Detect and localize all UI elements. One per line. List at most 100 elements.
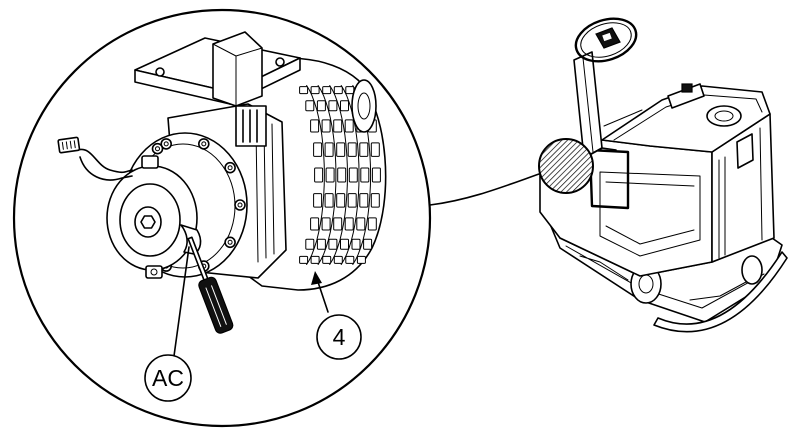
machine-tank-lid (706, 105, 742, 127)
machine-armrest (603, 109, 643, 127)
screwdriver-handle (198, 276, 234, 334)
tread-block (322, 255, 332, 264)
tread-block (347, 142, 357, 157)
flange-bolt-head (227, 165, 233, 171)
machine-steering-column-edge (582, 57, 594, 153)
tread-groove (340, 85, 360, 265)
tread-block (336, 142, 346, 157)
flange-bolt-head (237, 202, 243, 208)
tread-block (356, 217, 366, 231)
flange-bolt-head (201, 141, 207, 147)
tread-block (351, 238, 361, 250)
tread-block (347, 193, 357, 208)
shaft-hex-icon (140, 215, 156, 229)
tread-block (363, 238, 373, 250)
tread-block (336, 193, 346, 208)
tread-block (324, 193, 334, 208)
tread-block (367, 217, 377, 231)
tread-groove (306, 85, 325, 265)
callout-ac-label: AC (152, 365, 184, 391)
cable-connector (57, 136, 81, 154)
mounting-tab-top (141, 155, 159, 169)
tread-block (337, 167, 347, 183)
tread-block (316, 238, 326, 250)
callout-4-circle (316, 314, 362, 360)
tread-block (370, 193, 380, 208)
machine-tank-lid-cap (714, 110, 734, 122)
tread-block (359, 142, 369, 157)
tread-block (313, 142, 323, 157)
machine-steering-wheel (574, 17, 638, 63)
drum-hub-center (357, 92, 371, 120)
tread-block (333, 86, 343, 95)
tread-block (359, 193, 369, 208)
flange-bolt-head (155, 146, 160, 152)
flange-bolt (160, 138, 172, 150)
tread-block (325, 167, 335, 183)
tread-block (313, 193, 323, 208)
brake-cable (77, 148, 133, 174)
tread-block (322, 86, 332, 95)
tread-block (321, 119, 331, 133)
mounting-bracket-edge (212, 43, 263, 107)
tread-block (305, 100, 315, 112)
machine-side-frame (718, 127, 763, 259)
tread-block (356, 255, 366, 264)
tread-block (333, 217, 343, 231)
brake-cable-return (79, 156, 133, 181)
magnified-detail: AC 4 (57, 31, 387, 402)
tread-block (324, 142, 334, 157)
drum-hub (351, 79, 377, 133)
tread-block (340, 238, 349, 250)
plate-bolt (275, 57, 285, 67)
scrubber-machine (538, 17, 788, 333)
mounting-tab-bottom (145, 265, 163, 279)
motor-cooling-slats (235, 105, 267, 147)
machine-steering-display (602, 32, 612, 42)
tread-block (345, 255, 355, 264)
tread-block (310, 86, 320, 95)
tread-block (345, 86, 355, 95)
tread-block (370, 142, 380, 157)
slat-lines (242, 109, 258, 143)
callout-4-arrowhead (311, 271, 322, 285)
detail-highlight-circle (538, 138, 594, 194)
machine-side-window (736, 133, 754, 169)
flange-bolt (198, 138, 210, 150)
tread-block (321, 217, 331, 231)
motor-housing-fins (255, 123, 275, 263)
tread-block (299, 255, 309, 264)
tread-block (305, 238, 315, 250)
flange-bolt (151, 142, 164, 155)
tread-groove (329, 85, 348, 265)
connector-body (57, 136, 81, 154)
machine-brush-deck (565, 245, 765, 309)
flange-bolt (234, 199, 246, 211)
machine-squeegee (653, 251, 788, 333)
brake-hub (134, 206, 162, 238)
tread-block (314, 167, 324, 183)
tread-block (310, 217, 320, 231)
flange-bolt (224, 161, 236, 174)
flange-bolt-head (163, 141, 169, 147)
machine-steering-wheel-inner (580, 22, 632, 58)
connector-pins (61, 140, 76, 150)
tread-block (310, 255, 320, 264)
tread-block (328, 100, 338, 112)
brake-disc-ring (119, 183, 181, 257)
plate-bolt (155, 67, 165, 77)
callout-ac-leader (173, 246, 190, 357)
tread-block (333, 255, 343, 264)
callout-4-arrow-shaft (317, 281, 329, 313)
tread-block (310, 119, 320, 133)
tread-block (371, 167, 381, 183)
slat-frame (235, 105, 267, 147)
drum-tread (299, 85, 381, 265)
mounting-bracket (212, 31, 263, 107)
leader-line (429, 173, 540, 206)
tread-block (344, 217, 354, 231)
magnified-detail-circle (12, 8, 432, 428)
machine-front-panel (599, 171, 701, 257)
tread-block (360, 167, 370, 183)
